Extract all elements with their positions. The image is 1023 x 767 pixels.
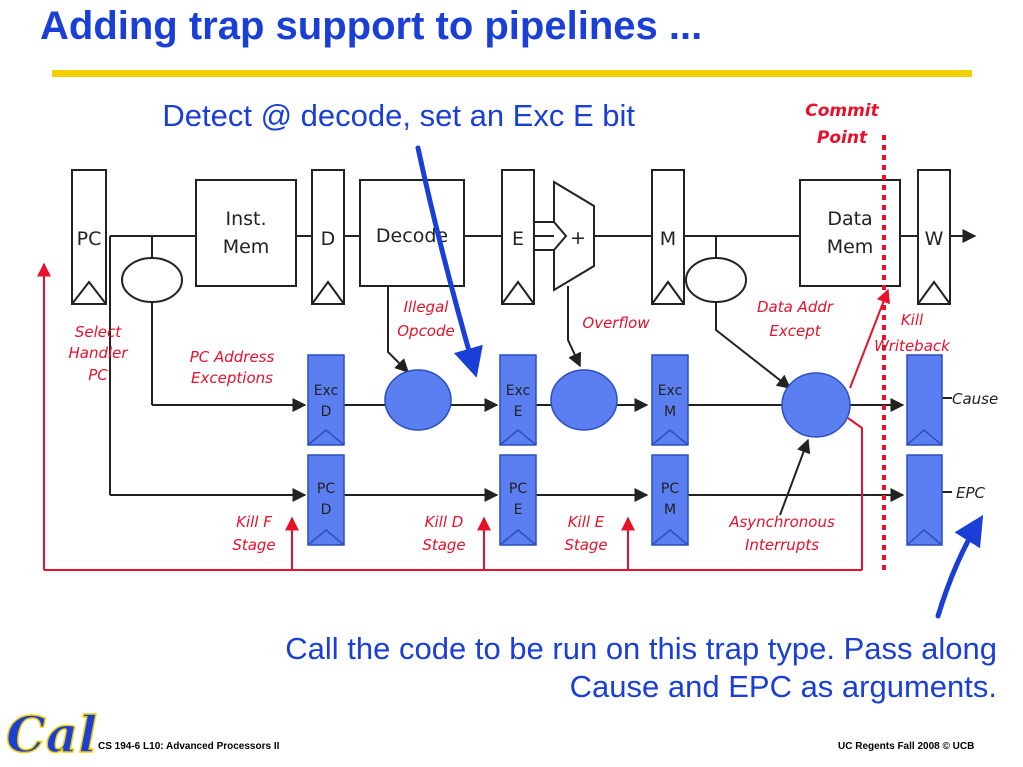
inst-mem-label-2: Mem — [223, 236, 270, 258]
pc-d-label-1: PC — [317, 481, 335, 497]
overflow-label: Overflow — [582, 314, 650, 332]
data-mem-label-2: Mem — [827, 236, 874, 258]
illegal-opcode-label-2: Opcode — [397, 322, 455, 340]
pc-d-label-2: D — [321, 502, 332, 518]
data-addr-label-2: Except — [769, 322, 821, 340]
e-register-label: E — [512, 228, 524, 250]
tap-wires — [109, 236, 952, 516]
pc-e-label-1: PC — [509, 481, 527, 497]
cause-output-label: Cause — [952, 390, 998, 408]
illegal-opcode-label-1: Illegal — [404, 298, 450, 316]
footer-course: CS 194-6 L10: Advanced Processors II — [98, 741, 280, 752]
select-handler-label-1: Select — [75, 323, 122, 341]
footer-copyright: UC Regents Fall 2008 © UCB — [838, 741, 975, 752]
pc-m-register — [651, 454, 689, 546]
pc-e-register — [499, 454, 537, 546]
commit-label-2: Point — [817, 128, 868, 148]
main-datapath-wires — [110, 221, 977, 251]
cal-logo-text: Cal — [6, 705, 97, 764]
callout-detect-decode: Detect @ decode, set an Exc E bit — [162, 98, 635, 133]
kill-writeback-label-2: Writeback — [874, 337, 951, 355]
pc-register-label: PC — [77, 228, 102, 250]
pipeline-registers — [71, 169, 951, 305]
w-register-label: W — [925, 228, 944, 250]
slide-title: Adding trap support to pipelines ... — [40, 4, 703, 48]
e-register — [501, 169, 535, 305]
blue-register-clock-triangles — [307, 429, 943, 546]
kill-e-label-1: Kill E — [568, 513, 605, 531]
inst-mem-label-1: Inst. — [225, 208, 266, 230]
exc-m-register — [651, 354, 689, 446]
callout-call-handler: Call the code to be run on this trap typ… — [285, 631, 997, 704]
data-mem-label-1: Data — [827, 208, 872, 230]
exc-m-label-1: Exc — [658, 383, 683, 399]
kill-e-label-2: Stage — [564, 536, 607, 554]
exc-d-register — [307, 354, 345, 446]
pc-e-label-2: E — [514, 502, 523, 518]
cal-logo: Cal — [5, 704, 98, 765]
kill-f-label-1: Kill F — [236, 513, 272, 531]
kill-control-wires — [37, 262, 890, 571]
cause-register — [906, 354, 943, 446]
kill-d-label-2: Stage — [422, 536, 465, 554]
decode-label: Decode — [376, 225, 448, 247]
select-handler-label-3: PC — [88, 366, 108, 384]
pc-address-label-2: Exceptions — [191, 369, 273, 387]
kill-f-label-2: Stage — [232, 536, 275, 554]
exc-e-label-2: E — [514, 404, 523, 420]
commit-label-1: Commit — [805, 101, 879, 121]
kill-d-label-1: Kill D — [425, 513, 464, 531]
alu-block — [553, 180, 595, 292]
exc-m-label-2: M — [664, 404, 676, 420]
async-interrupts-label-2: Interrupts — [745, 536, 819, 554]
kill-writeback-label-1: Kill — [901, 311, 924, 329]
exception-or-memory — [781, 372, 851, 438]
pc-d-register — [307, 454, 345, 546]
exception-or-decode — [384, 369, 452, 431]
mux-ellipse-left — [121, 257, 183, 303]
m-register-label: M — [660, 228, 676, 250]
exc-e-label-1: Exc — [506, 383, 531, 399]
inst-mem-block — [195, 179, 297, 287]
register-clock-triangles — [71, 280, 951, 305]
select-handler-label-2: Handler — [68, 344, 128, 362]
annotation-arrows — [415, 145, 984, 619]
exception-or-execute — [550, 369, 618, 431]
epc-output-label: EPC — [956, 484, 986, 502]
exc-e-register — [499, 354, 537, 446]
alu-label: + — [570, 227, 586, 249]
exc-d-label-1: Exc — [314, 383, 339, 399]
d-register-label: D — [321, 228, 336, 250]
mux-ellipse-right — [685, 257, 747, 303]
data-addr-label-1: Data Addr — [757, 298, 834, 316]
pc-address-label-1: PC Address — [190, 348, 275, 366]
pc-register — [71, 169, 107, 305]
title-underline — [52, 70, 972, 77]
pc-m-label-2: M — [664, 502, 676, 518]
epc-register — [906, 454, 943, 546]
exc-d-label-2: D — [321, 404, 332, 420]
pc-m-label-1: PC — [661, 481, 679, 497]
async-interrupts-label-1: Asynchronous — [728, 513, 835, 531]
